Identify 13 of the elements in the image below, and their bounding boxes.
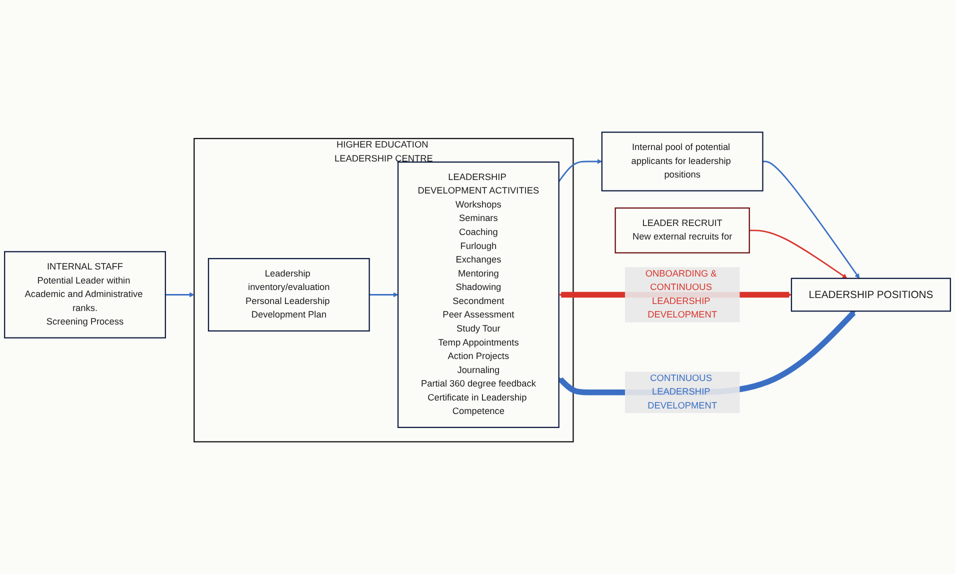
node-box: LEADERSHIP POSITIONS	[790, 278, 951, 312]
node-box: LEADER RECRUIT New external recruits for	[614, 207, 750, 254]
arrow	[369, 292, 398, 298]
node-box: Internal pool of potential applicants for leadership positions	[601, 132, 764, 192]
edge-label: CONTINUOUS LEADERSHIP DEVELOPMENT	[648, 373, 718, 411]
arrow	[165, 292, 194, 298]
node-box: Leadership inventory/evaluation Personal Leadership Development Plan	[208, 258, 370, 332]
edge-label: ONBOARDING & CONTINUOUS LEADERSHIP DEVELOPMENT	[645, 268, 718, 320]
node-box: INTERNAL STAFF Potential Leader within Academic and Administrative ranks. Screening Process	[4, 251, 166, 338]
arrow	[762, 160, 860, 279]
arrow	[558, 158, 602, 182]
node-box: LEADERSHIP DEVELOPMENT ACTIVITIES Workshops Seminars Coaching Furlough Exchanges Mentoring Shadowing Secondment Peer Assessment Study Tour Temp Appointments Action Projects Journaling Partial 360 degree feedback Certificate in Leadership Competence	[397, 162, 560, 428]
arrow	[749, 230, 848, 279]
